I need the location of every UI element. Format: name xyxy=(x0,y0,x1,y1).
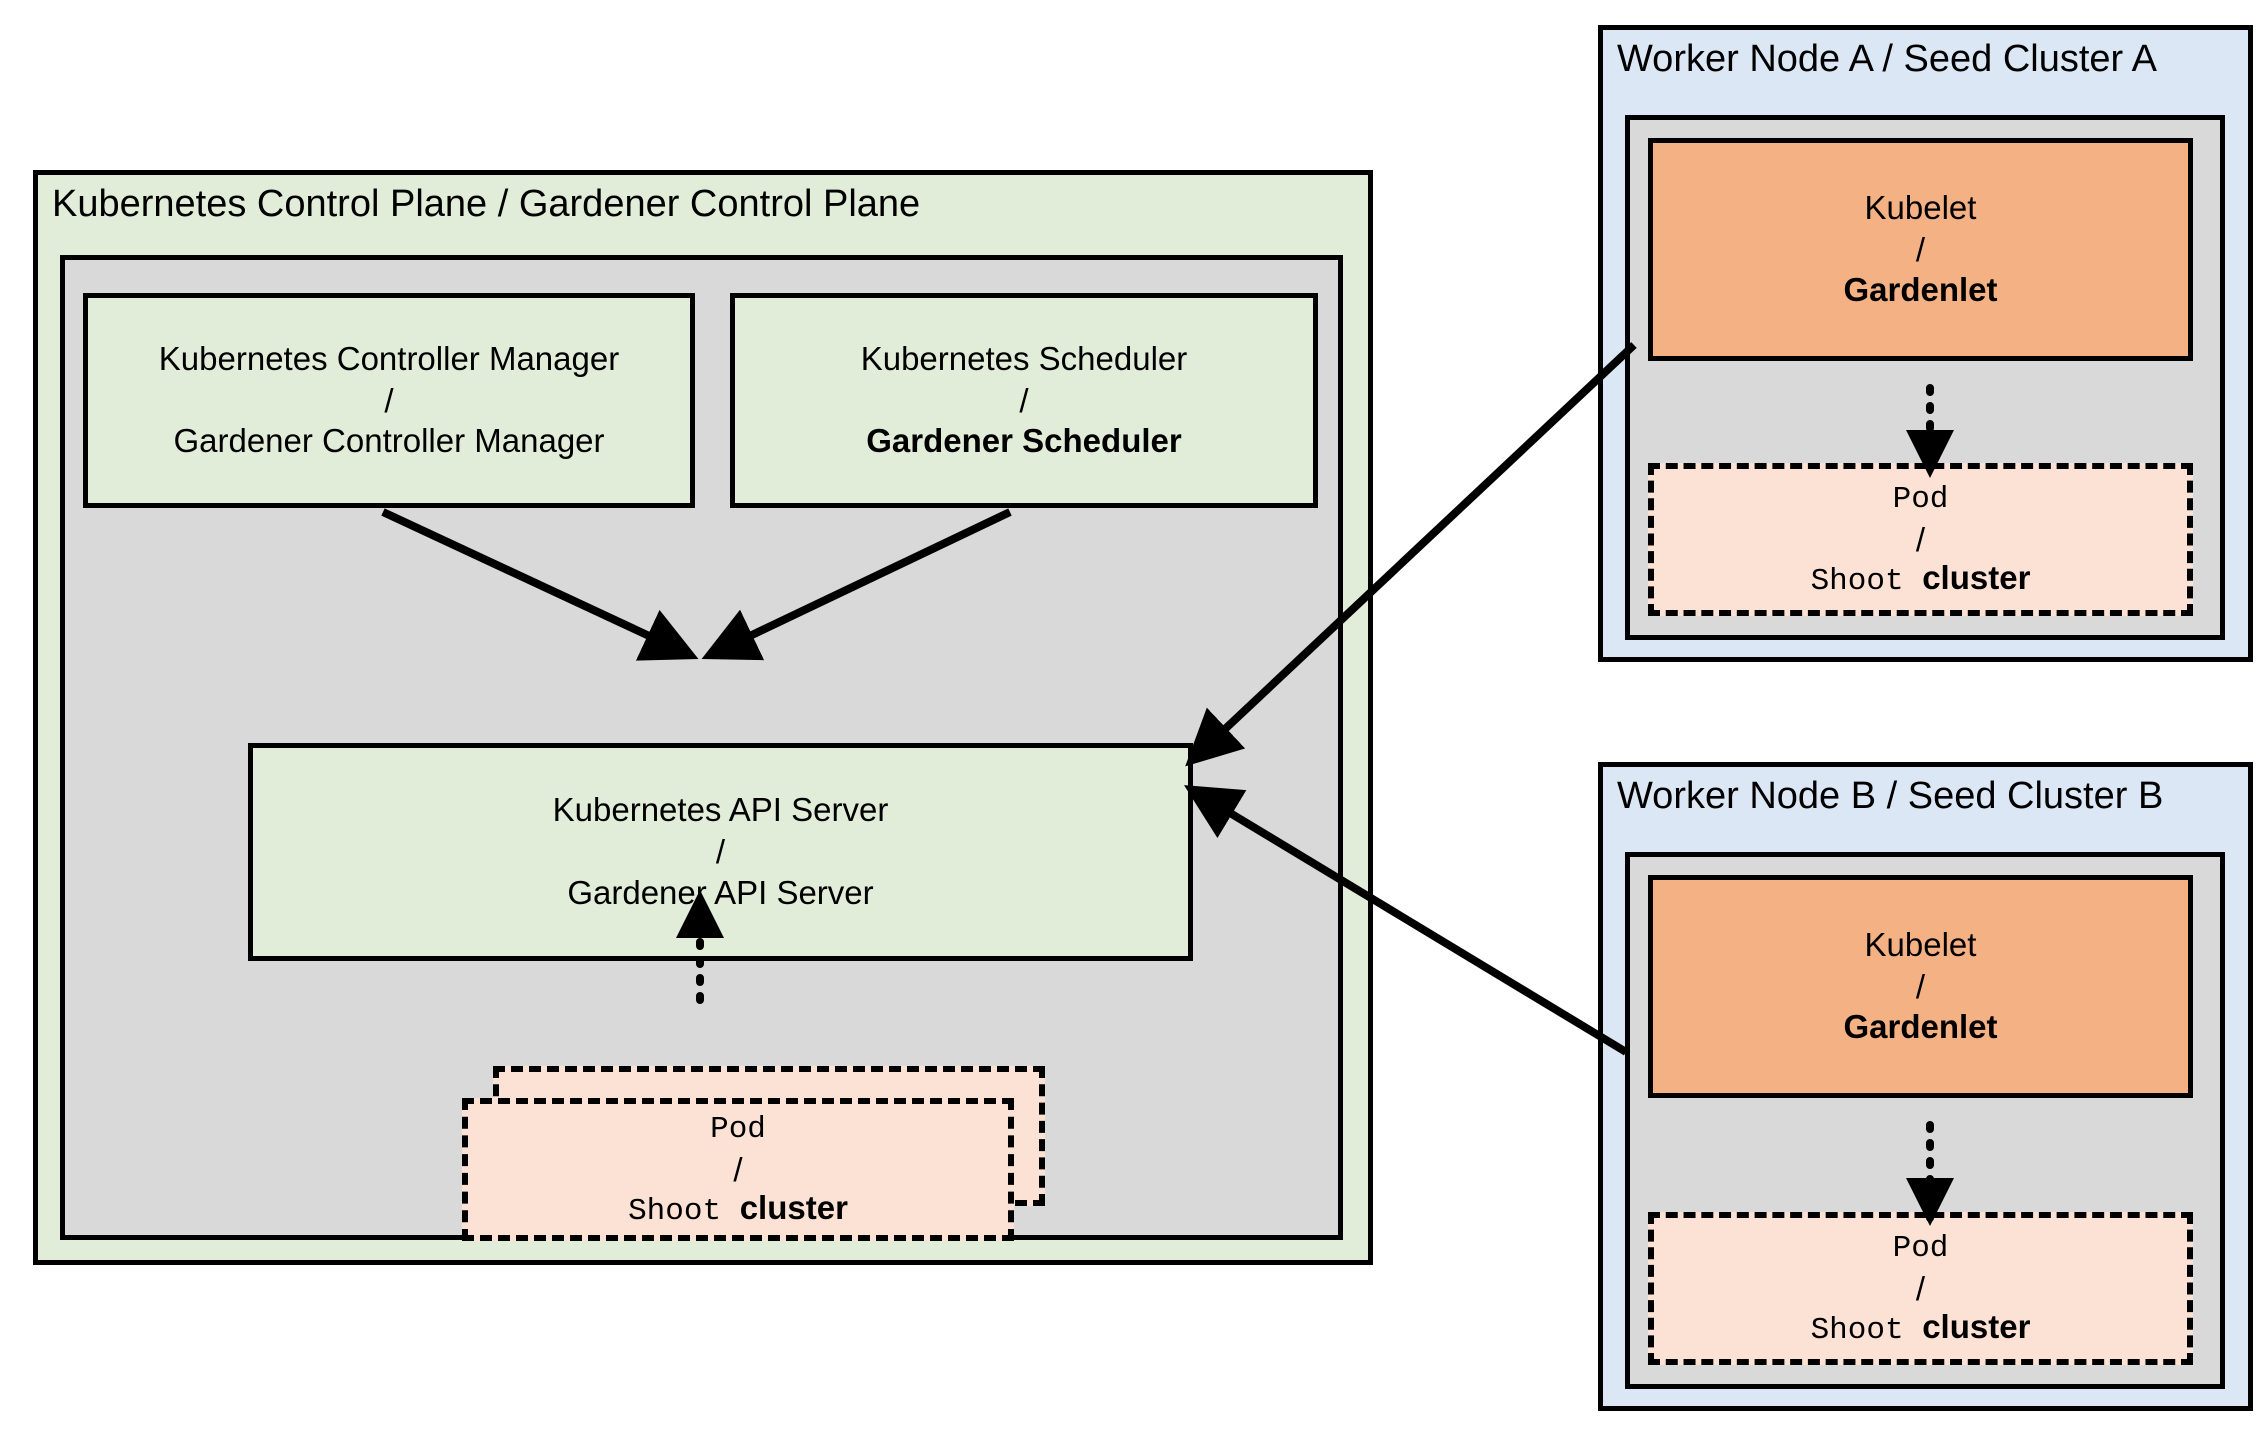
worker-node-a-pod-line-1: Pod xyxy=(1892,481,1949,517)
worker-node-b-kubelet-box[interactable]: Kubelet / Gardenlet xyxy=(1648,875,2193,1098)
control-plane-pod-line-1: Pod xyxy=(710,1111,766,1147)
worker-node-b-kubelet-line-1: Kubelet xyxy=(1864,925,1977,963)
worker-node-b-inner-container: Kubelet / Gardenlet Pod / Shoot cluster xyxy=(1625,852,2225,1389)
kubernetes-scheduler-box[interactable]: Kubernetes Scheduler / Gardener Schedule… xyxy=(730,293,1318,508)
worker-node-a-outer: Worker Node A / Seed Cluster A Kubelet /… xyxy=(1598,25,2253,662)
control-plane-title: Kubernetes Control Plane / Gardener Cont… xyxy=(52,183,921,225)
worker-node-a-kubelet-box[interactable]: Kubelet / Gardenlet xyxy=(1648,138,2193,361)
controller-manager-line-1: Kubernetes Controller Manager xyxy=(158,339,620,377)
worker-node-b-kubelet-separator: / xyxy=(1915,967,1926,1005)
worker-node-b-kubelet-line-2: Gardenlet xyxy=(1843,1008,1998,1046)
controller-manager-separator: / xyxy=(384,381,394,419)
control-plane-inner-container: Kubernetes Controller Manager / Gardener… xyxy=(60,255,1343,1241)
worker-node-b-outer: Worker Node B / Seed Cluster B Kubelet /… xyxy=(1598,762,2253,1411)
control-plane-pod-box[interactable]: Pod / Shoot cluster xyxy=(462,1098,1014,1241)
worker-node-b-title: Worker Node B / Seed Cluster B xyxy=(1617,775,2164,817)
worker-node-a-inner-container: Kubelet / Gardenlet Pod / Shoot cluster xyxy=(1625,115,2225,640)
worker-node-b-pod-shoot-word: Shoot xyxy=(1810,1313,1904,1349)
control-plane-pod-shoot-word: Shoot xyxy=(628,1194,722,1230)
scheduler-line-2: Gardener Scheduler xyxy=(866,422,1182,460)
api-server-text-stack: Kubernetes API Server / Gardener API Ser… xyxy=(253,748,1188,956)
worker-node-a-pod-text-stack: Pod / Shoot cluster xyxy=(1654,469,2187,610)
scheduler-text-stack: Kubernetes Scheduler / Gardener Schedule… xyxy=(735,298,1313,503)
worker-node-a-pod-separator: / xyxy=(1915,520,1926,558)
kubernetes-api-server-box[interactable]: Kubernetes API Server / Gardener API Ser… xyxy=(248,743,1193,961)
controller-manager-line-2: Gardener Controller Manager xyxy=(173,422,605,460)
api-server-separator: / xyxy=(715,833,726,871)
control-plane-pod-separator: / xyxy=(733,1150,743,1188)
worker-node-b-pod-line-1: Pod xyxy=(1892,1230,1949,1266)
worker-node-a-kubelet-line-2: Gardenlet xyxy=(1843,271,1998,309)
worker-node-a-pod-line-2: Shoot cluster xyxy=(1811,559,2031,599)
worker-node-b-pod-text-stack: Pod / Shoot cluster xyxy=(1654,1218,2187,1359)
control-plane-outer: Kubernetes Control Plane / Gardener Cont… xyxy=(33,170,1373,1265)
worker-node-a-kubelet-separator: / xyxy=(1915,230,1926,268)
worker-node-a-pod-cluster-word: cluster xyxy=(1922,559,2031,597)
worker-node-b-pod-cluster-word: cluster xyxy=(1922,1308,2031,1346)
worker-node-a-title: Worker Node A / Seed Cluster A xyxy=(1617,38,2158,80)
worker-node-b-kubelet-text-stack: Kubelet / Gardenlet xyxy=(1653,880,2188,1093)
worker-node-b-pod-line-2: Shoot cluster xyxy=(1811,1308,2031,1348)
worker-node-a-kubelet-line-1: Kubelet xyxy=(1864,188,1977,226)
worker-node-a-kubelet-text-stack: Kubelet / Gardenlet xyxy=(1653,143,2188,356)
control-plane-pod-line-2: Shoot cluster xyxy=(628,1189,848,1229)
worker-node-b-pod-separator: / xyxy=(1915,1269,1926,1307)
worker-node-a-pod-box[interactable]: Pod / Shoot cluster xyxy=(1648,463,2193,616)
api-server-line-2: Gardener API Server xyxy=(567,873,874,911)
control-plane-pod-text-stack: Pod / Shoot cluster xyxy=(468,1104,1008,1235)
controller-manager-text-stack: Kubernetes Controller Manager / Gardener… xyxy=(88,298,690,503)
scheduler-separator: / xyxy=(1019,381,1029,419)
kubernetes-controller-manager-box[interactable]: Kubernetes Controller Manager / Gardener… xyxy=(83,293,695,508)
scheduler-line-1: Kubernetes Scheduler xyxy=(860,339,1188,377)
worker-node-a-pod-shoot-word: Shoot xyxy=(1810,564,1904,600)
api-server-line-1: Kubernetes API Server xyxy=(552,791,889,829)
worker-node-b-pod-box[interactable]: Pod / Shoot cluster xyxy=(1648,1212,2193,1365)
control-plane-pod-cluster-word: cluster xyxy=(739,1189,848,1227)
